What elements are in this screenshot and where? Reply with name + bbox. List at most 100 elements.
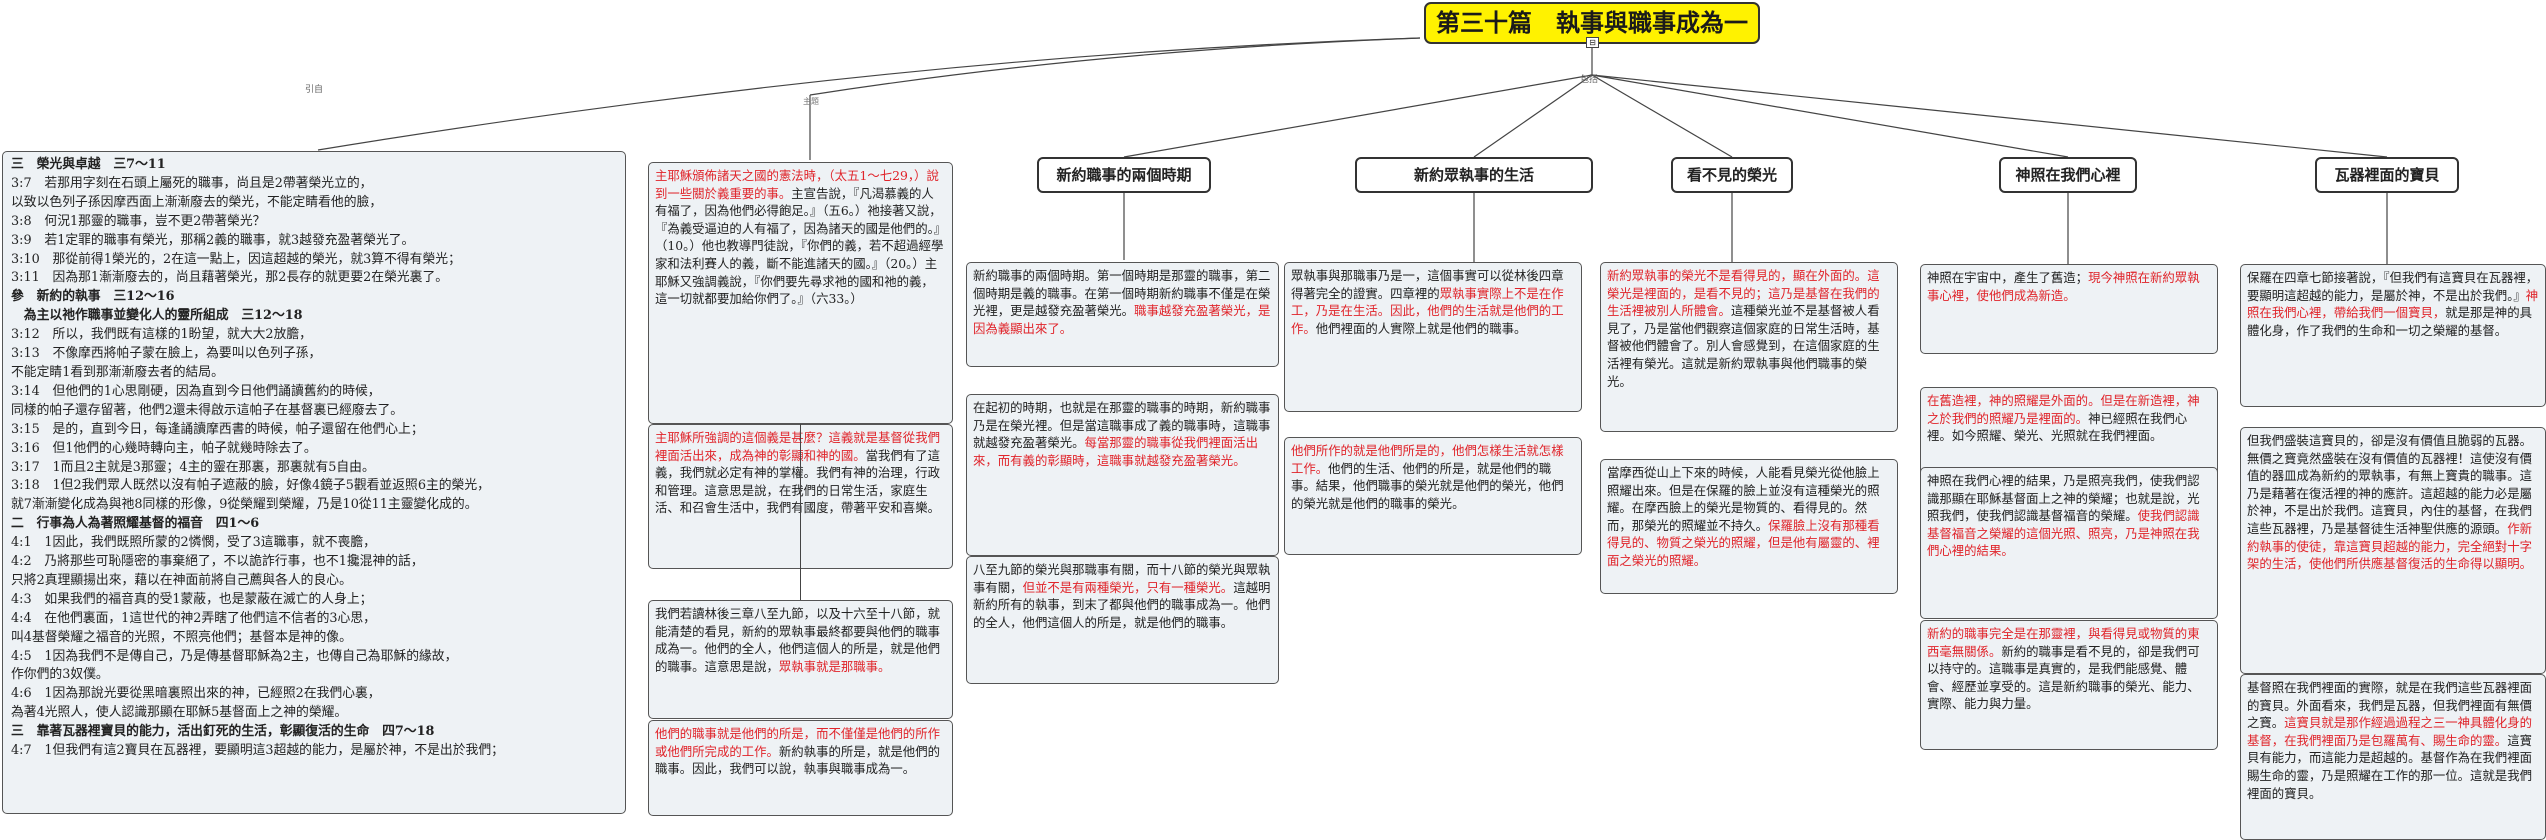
scripture-line: 為著4光照人，使人認識那顯在耶穌5基督面上之神的榮耀。	[11, 705, 348, 721]
scripture-line: 只將2真理顯揚出來，藉以在神面前將自己薦與各人的良心。	[11, 572, 352, 588]
link-root-cite	[317, 37, 1421, 151]
body-text: 眾執事與那職事乃是一，這個事實可以從林後四章得著完全的證實。四章裡的	[1291, 268, 1564, 301]
body-text: 他們裡面的人實際上就是他們的職事。	[1315, 320, 1527, 336]
body-text: 神照在我們心裡的結果，乃是照亮我們，使我們認識那顯在耶穌基督面上之神的榮耀；也就…	[1927, 473, 2200, 524]
scripture-heading: 參 新約的執事 三12～16	[11, 289, 175, 305]
body-text: 這寶貝有能力，而這能力是超越的。基督作為在我們裡面賜生命的靈，乃是照耀在工作的那…	[2247, 732, 2532, 801]
body-text: 他們的生活、他們的所是，就是他們的職事。結果，他們職事的榮光就是他們的榮光，他們…	[1291, 460, 1564, 511]
branch-content-node[interactable]: 八至九節的榮光與那職事有關，而十八節的榮光與眾執事有關，但並不是有兩種榮光，只有…	[966, 556, 1279, 684]
scripture-line: 4:3 如果我們的福音真的受1蒙蔽，也是蒙蔽在滅亡的人身上；	[11, 591, 373, 607]
highlight-text: 眾執事實際上不是在作工，乃是在生活。因此，他們的生活就是他們的工作。	[1291, 285, 1564, 336]
scripture-line: 4:4 在他們裏面，1這世代的神2弄瞎了他們這不信者的3心思，	[11, 610, 376, 626]
theme-node[interactable]: 主耶穌頒佈諸天之國的憲法時，（太五1～七29，）說到一些關於義重要的事。主宣告說…	[648, 162, 953, 424]
scripture-line: 4:2 乃將那些可恥隱密的事棄絕了，不以詭詐行事，也不1攙混神的話，	[11, 554, 424, 570]
highlight-text: 使我們認識基督福音之榮耀的這個光照、照亮，乃是神照在我們心裡的結果。	[1927, 508, 2200, 559]
body-text: 但我們盛裝這寶貝的，卻是沒有價值且脆弱的瓦器。無價之寶竟然盛裝在沒有價值的瓦器裡…	[2247, 433, 2532, 536]
link-include-b5	[1591, 74, 2388, 158]
scripture-heading: 二 行事為人為著照耀基督的福音 四1～6	[11, 516, 260, 532]
scripture-heading: 為主以祂作職事並變化人的靈所組成 三12～18	[11, 308, 303, 324]
branch-content-node[interactable]: 眾執事與那職事乃是一，這個事實可以從林後四章得著完全的證實。四章裡的眾執事實際上…	[1284, 262, 1582, 412]
highlight-text: 作新約執事的使徒，靠這寶貝超越的能力，完全絕對十字架的生活，使他們所供應基督復活…	[2247, 520, 2532, 572]
highlight-text: 這寶貝就是那作經過過程之三一神具體化身的基督，在我們裡面乃是包羅萬有、賜生命的靈…	[2247, 715, 2532, 748]
highlight-text: 新約眾執事的榮光不是看得見的，顯在外面的。這榮光是裡面的，是看不見的；這乃是基督…	[1607, 268, 1880, 319]
body-text: 這越明新約所有的執事，到末了都與他們的職事成為一。他們的全人，他們這個人的所是，…	[973, 579, 1271, 630]
branch-heading-two-periods[interactable]: 新約職事的兩個時期	[1037, 157, 1211, 193]
highlight-text: 職事越發充盈著榮光，是因為義顯出來了。	[973, 303, 1271, 336]
theme-node[interactable]: 他們的職事就是他們的所是，而不僅僅是他們的所作或他們所完成的工作。新約執事的所是…	[648, 720, 953, 816]
branch-heading-invisible-glory[interactable]: 看不見的榮光	[1671, 157, 1793, 193]
scripture-line: 4:5 1因為我們不是傳自己，乃是傳基督耶穌為2主，也傳自己為耶穌的緣故，	[11, 648, 458, 664]
branch-content-node[interactable]: 新約的職事完全是在那靈裡，與看得見或物質的東西毫無關係。新約的職事是看不見的，卻…	[1920, 620, 2218, 750]
theme-node[interactable]: 我們若讀林後三章八至九節，以及十六至十八節，就能清楚的看見，新約的眾執事最終都要…	[648, 600, 953, 719]
highlight-text: 但並不是有兩種榮光，只有一種榮光。	[1022, 579, 1234, 595]
branch-content-node[interactable]: 他們所作的就是他們所是的，他們怎樣生活就怎樣工作。他們的生活、他們的所是，就是他…	[1284, 437, 1582, 555]
body-text: 新約職事的兩個時期。第一個時期是那靈的職事，第二個時期是義的職事。在第一個時期新…	[973, 268, 1271, 319]
scripture-line: 4:1 1因此，我們既照所蒙的2憐憫，受了3這職事，就不喪膽，	[11, 535, 376, 551]
scripture-reference-node[interactable]: 三 榮光與卓越 三7～11 3:7 若那用字刻在石頭上屬死的職事，尚且是2帶著榮光…	[2, 151, 626, 814]
collapse-toggle-icon[interactable]: ⊟	[1586, 37, 1599, 48]
scripture-line: 3:12 所以，我們既有這樣的1盼望，就大大2放膽，	[11, 327, 312, 343]
branch-content-node[interactable]: 但我們盛裝這寶貝的，卻是沒有價值且脆弱的瓦器。無價之寶竟然盛裝在沒有價值的瓦器裡…	[2240, 427, 2546, 674]
body-text: 新約的職事是看不見的，卻是我們可以持守的。這職事是真實的，是我們能感覺、體會、經…	[1927, 643, 2200, 712]
branch-content-node[interactable]: 新約眾執事的榮光不是看得見的，顯在外面的。這榮光是裡面的，是看不見的；這乃是基督…	[1600, 262, 1898, 432]
scripture-line: 3:15 是的，直到今日，每逢誦讀摩西書的時候，帕子還留在他們心上；	[11, 421, 424, 437]
highlight-text: 現今神照在新約眾執事心裡，使他們成為新造。	[1927, 270, 2200, 303]
branch-content-node[interactable]: 當摩西從山上下來的時候，人能看見榮光從他臉上照耀出來。但是在保羅的臉上並沒有這種…	[1600, 459, 1898, 594]
root-title[interactable]: 第三十篇 執事與職事成為一	[1424, 2, 1760, 44]
scripture-line: 3:8 何況1那靈的職事，豈不更2帶著榮光？	[11, 213, 266, 229]
scripture-line: 3:11 因為那1漸漸廢去的，尚且藉著榮光，那2長存的就更要2在榮光裏了。	[11, 270, 449, 286]
body-text: 在起初的時期，也就是在那靈的職事的時期，新約職事乃是在榮光裡。但是當這職事成了義…	[973, 400, 1271, 451]
link-include-b2	[1473, 74, 1593, 158]
scripture-line: 3:16 但1他們的心幾時轉向主，帕子就幾時除去了。	[11, 440, 317, 456]
scripture-line: 叫4基督榮耀之福音的光照，不照亮他們；基督本是神的像。	[11, 629, 352, 645]
body-text: 這種榮光並不是基督被人看見了，乃是當他們觀察這個家庭的日常生活時，基督被他們體會…	[1607, 303, 1880, 389]
body-text: 八至九節的榮光與那職事有關，而十八節的榮光與眾執事有關，	[973, 562, 1271, 595]
body-text: 神照在宇宙中，產生了舊造；	[1927, 270, 2089, 285]
highlight-text: 在舊造裡，神的照耀是外面的。但是在新造裡，神之於我們的照耀乃是裡面的。	[1927, 393, 2200, 426]
scripture-line: 3:13 不像摩西將帕子蒙在臉上，為要叫以色列子孫，	[11, 346, 322, 362]
branch-content-node[interactable]: 新約職事的兩個時期。第一個時期是那靈的職事，第二個時期是義的職事。在第一個時期新…	[966, 262, 1279, 367]
link-root-theme	[809, 37, 1421, 96]
branch-content-node[interactable]: 神照在宇宙中，產生了舊造；現今神照在新約眾執事心裡，使他們成為新造。	[1920, 264, 2218, 354]
branch-content-node[interactable]: 基督照在我們裡面的實際，就是在我們這些瓦器裡面的寶貝。外面看來，我們是瓦器，但我…	[2240, 674, 2546, 840]
connector-line	[800, 424, 801, 600]
scripture-line: 4:6 1因為那說光要從黑暗裏照出來的神，已經照2在我們心裏，	[11, 686, 381, 702]
body-text: 基督照在我們裡面的實際，就是在我們這些瓦器裡面的寶貝。外面看來，我們是瓦器，但我…	[2247, 680, 2532, 731]
branch-content-node[interactable]: 在起初的時期，也就是在那靈的職事的時期，新約職事乃是在榮光裡。但是當這職事成了義…	[966, 394, 1279, 556]
highlight-text: 他們的職事就是他們的所是，而不僅僅是他們的所作或他們所完成的工作。	[655, 726, 940, 759]
body-text: 當摩西從山上下來的時候，人能看見榮光從他臉上照耀出來。但是在保羅的臉上並沒有這種…	[1607, 465, 1880, 533]
body-text: 保羅在四章七節接著說，『但我們有這寶貝在瓦器裡，要顯明這超越的能力，是屬於神，不…	[2247, 270, 2539, 303]
scripture-line: 3:7 若那用字刻在石頭上屬死的職事，尚且是2帶著榮光立的，	[11, 175, 373, 191]
body-text: 我們若讀林後三章八至九節，以及十六至十八節，就能清楚的看見，新約的眾執事最終都要…	[655, 606, 940, 674]
scripture-line: 4:7 1但我們有這2寶貝在瓦器裡，要顯明這3超越的能力，是屬於神，不是出於我們…	[11, 743, 504, 759]
scripture-line: 作你們的3奴僕。	[11, 667, 109, 683]
highlight-text: 他們所作的就是他們所是的，他們怎樣生活就怎樣工作。	[1291, 443, 1564, 476]
body-text: 就是那是神的具體化身，作了我們的生命和一切之榮耀的基督。	[2247, 305, 2532, 338]
edge-label-theme: 主題	[803, 97, 819, 106]
branch-heading-ministers-living[interactable]: 新約眾執事的生活	[1355, 157, 1593, 193]
scripture-line: 3:18 1但2我們眾人既然以沒有帕子遮蔽的臉，好像4鏡子5觀看並返照6主的榮光…	[11, 478, 490, 494]
body-text: 新約執事的所是，就是他們的職事。因此，我們可以說，執事與職事成為一。	[655, 743, 940, 777]
branch-heading-treasure-vessels[interactable]: 瓦器裡面的寶貝	[2315, 157, 2459, 193]
body-text: 神已經照在我們心裡。如今照耀、榮光、光照就在我們裡面。	[1927, 410, 2188, 444]
scripture-line: 同樣的帕子還存留著，他們2還未得啟示這帕子在基督裏已經廢去了。	[11, 402, 404, 418]
body-text: 當我們有了這義，我們就必定有神的掌權。我們有神的治理，行政和管理。這意思是說，在…	[655, 447, 940, 516]
branch-content-node[interactable]: 保羅在四章七節接著說，『但我們有這寶貝在瓦器裡，要顯明這超越的能力，是屬於神，不…	[2240, 264, 2546, 407]
highlight-text: 神照在我們心裡，帶給我們一個寶貝，	[2247, 287, 2539, 321]
branch-content-node[interactable]: 神照在我們心裡的結果，乃是照亮我們，使我們認識那顯在耶穌基督面上之神的榮耀；也就…	[1920, 467, 2218, 619]
highlight-text: 新約的職事完全是在那靈裡，與看得見或物質的東西毫無關係。	[1927, 626, 2200, 659]
scripture-line: 3:17 1而且2主就是3那靈；4主的靈在那裏，那裏就有5自由。	[11, 459, 375, 475]
highlight-text: 眾執事就是那職事。	[778, 658, 891, 674]
scripture-heading: 三 靠著瓦器裡寶貝的能力，活出釘死的生活，彰顯復活的生命 四7～18	[11, 724, 435, 740]
scripture-heading: 三 榮光與卓越 三7～11	[11, 157, 166, 172]
body-text: 主宣告說，『凡渴慕義的人有福了，因為他們必得飽足。』（五6。）祂接著又說，『為義…	[655, 185, 944, 307]
scripture-line: 3:9 若1定罪的職事有榮光，那稱2義的職事，就3越發充盈著榮光了。	[11, 232, 415, 248]
scripture-line: 以致以色列子孫因摩西面上漸漸廢去的榮光，不能定睛看他的臉，	[11, 194, 383, 210]
highlight-text: 主耶穌頒佈諸天之國的憲法時，（太五1～七29，）說到一些關於義重要的事。	[655, 168, 939, 201]
branch-heading-god-shines[interactable]: 神照在我們心裡	[1999, 157, 2137, 193]
scripture-line: 不能定睛1看到那漸漸廢去者的結局。	[11, 364, 224, 380]
scripture-line: 3:14 但他們的1心思剛硬，因為直到今日他們誦讀舊約的時候，	[11, 383, 381, 399]
scripture-line: 3:10 那從前得1榮光的，2在這一點上，因這超越的榮光，就3算不得有榮光；	[11, 251, 461, 267]
link-include-b1	[1123, 74, 1593, 158]
